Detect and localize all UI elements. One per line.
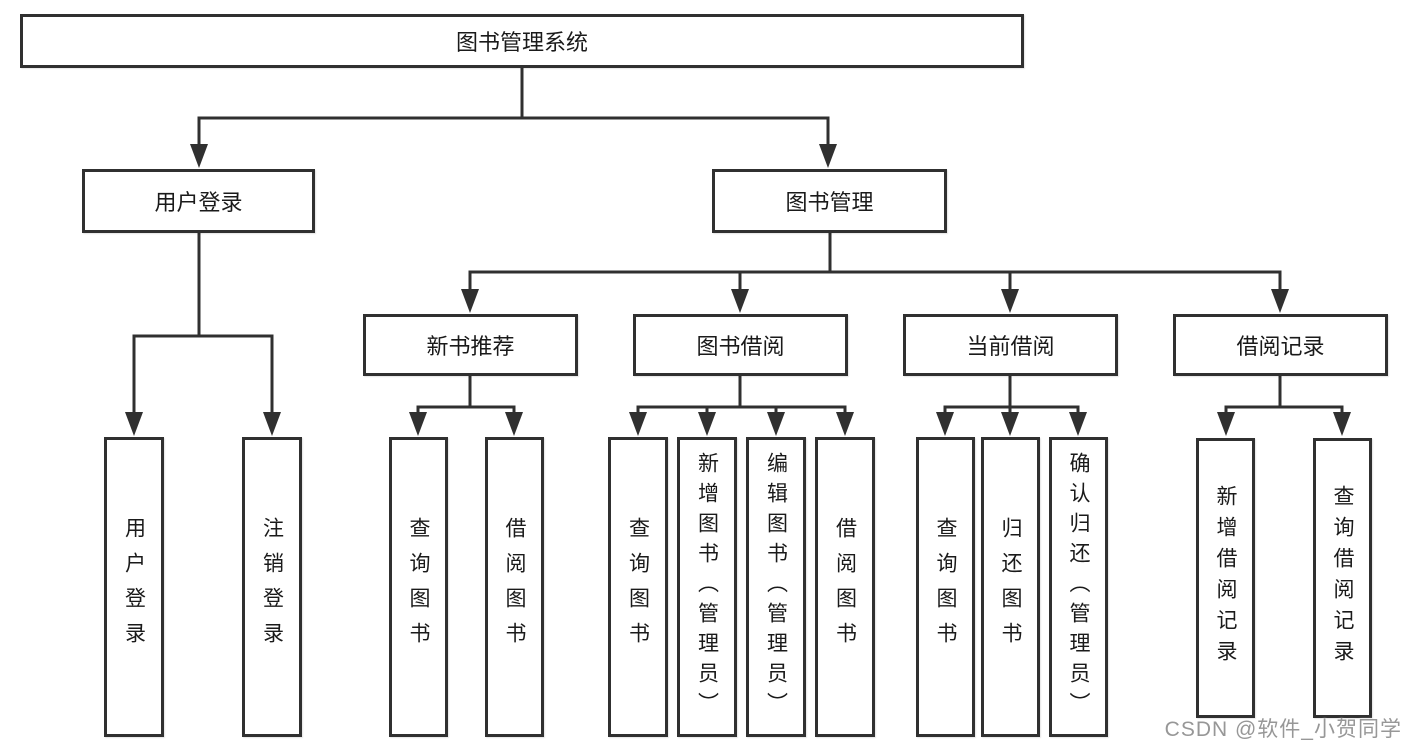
node-user-login: 用户登录	[82, 169, 315, 233]
leaf-current-query-book: 查询图书	[916, 437, 975, 737]
node-borrow-records: 借阅记录	[1173, 314, 1388, 376]
node-book-borrow: 图书借阅	[633, 314, 848, 376]
leaf-label: 新增图书（管理员）	[695, 452, 719, 722]
connector-book-borrow	[636, 374, 847, 416]
leaf-logout: 注销登录	[242, 437, 302, 737]
leaf-edit-book-admin: 编辑图书（管理员）	[746, 437, 806, 737]
leaf-recommend-query-book: 查询图书	[389, 437, 448, 737]
node-book-management: 图书管理	[712, 169, 947, 233]
leaf-query-borrow-record: 查询借阅记录	[1313, 438, 1372, 718]
leaf-label: 查询借阅记录	[1331, 485, 1354, 671]
connector-borrow-records	[1224, 374, 1344, 416]
leaf-add-borrow-record: 新增借阅记录	[1196, 438, 1255, 718]
leaf-label: 新增借阅记录	[1214, 485, 1237, 671]
leaf-label: 查询图书	[626, 517, 650, 657]
leaf-label: 借阅图书	[503, 517, 526, 657]
node-current-borrow: 当前借阅	[903, 314, 1118, 376]
leaf-label: 用户登录	[122, 517, 146, 657]
leaf-label: 查询图书	[934, 517, 957, 657]
leaf-label: 注销登录	[260, 517, 284, 657]
csdn-watermark: CSDN @软件_小贺同学	[1164, 718, 1402, 741]
leaf-label: 借阅图书	[833, 517, 857, 657]
leaf-add-book-admin: 新增图书（管理员）	[677, 437, 737, 737]
leaf-recommend-borrow-book: 借阅图书	[485, 437, 544, 737]
connector-root	[197, 66, 830, 148]
node-library-management-system: 图书管理系统	[20, 14, 1024, 68]
arrowheads	[125, 144, 1351, 436]
connector-book-management	[468, 231, 1282, 294]
connector-user-login	[132, 231, 274, 416]
leaf-label: 确认归还（管理员）	[1067, 452, 1090, 722]
leaf-label: 查询图书	[407, 517, 430, 657]
leaf-user-login: 用户登录	[104, 437, 164, 737]
leaf-label: 归还图书	[999, 517, 1022, 657]
connector-new-book-recommend	[416, 374, 516, 416]
leaf-confirm-return-admin: 确认归还（管理员）	[1049, 437, 1108, 737]
node-new-book-recommend: 新书推荐	[363, 314, 578, 376]
connector-current-borrow	[943, 374, 1080, 416]
leaf-label: 编辑图书（管理员）	[764, 452, 788, 722]
leaf-borrow-query-book: 查询图书	[608, 437, 668, 737]
leaf-return-book: 归还图书	[981, 437, 1040, 737]
leaf-borrow-book: 借阅图书	[815, 437, 875, 737]
